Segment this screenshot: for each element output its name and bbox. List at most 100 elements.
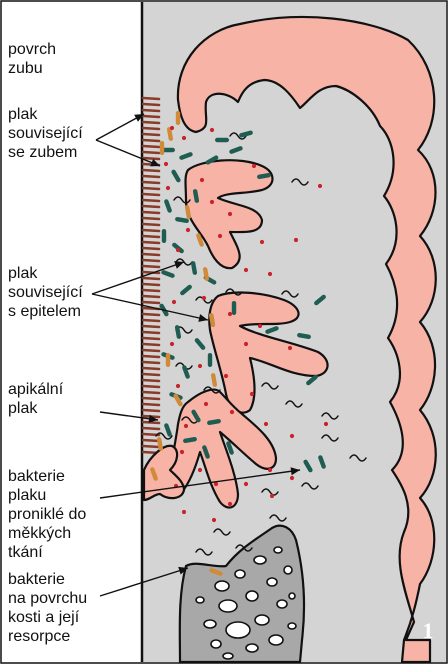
label-apical-plaque: apikální plak <box>8 380 63 418</box>
tooth-fiber <box>143 428 159 429</box>
coccus <box>170 126 174 130</box>
bone-pore <box>254 556 266 564</box>
tooth-fiber <box>143 392 159 393</box>
coccus <box>210 200 214 204</box>
tooth-fiber <box>143 374 159 375</box>
bone-pore <box>211 640 221 648</box>
tooth-fiber <box>143 134 159 135</box>
tooth-fiber <box>143 242 159 243</box>
coccus <box>212 518 216 522</box>
tooth-fiber <box>143 398 159 399</box>
bone-pore <box>246 591 258 601</box>
coccus <box>250 392 254 396</box>
tooth-fiber <box>143 218 159 219</box>
tooth-fiber <box>143 332 159 333</box>
tooth-fiber <box>143 320 159 321</box>
label-tooth-associated-plaque: plak související se zubem <box>8 105 83 162</box>
tooth-fiber <box>143 344 159 345</box>
coccus <box>264 422 268 426</box>
rod-bacterium <box>162 229 166 243</box>
rod-bacterium <box>215 138 229 142</box>
bone-pore <box>269 635 283 645</box>
tooth-fiber <box>143 146 159 147</box>
coccus <box>288 346 292 350</box>
tooth-fiber <box>143 194 159 195</box>
tooth-fiber <box>143 296 159 297</box>
tooth-fiber <box>143 254 159 255</box>
coccus <box>218 234 222 238</box>
coccus <box>270 494 274 498</box>
bone-pore <box>246 644 258 652</box>
coccus <box>184 424 188 428</box>
bone-pore <box>235 570 245 578</box>
coccus <box>294 238 298 242</box>
bone-pore <box>284 566 292 574</box>
bone-pore <box>288 623 296 629</box>
coccus <box>200 178 204 182</box>
coccus <box>180 450 184 454</box>
tooth-fiber <box>143 212 159 213</box>
coccus <box>260 240 264 244</box>
label-epithelium-associated-plaque: plak související s epitelem <box>8 264 83 321</box>
tooth-fiber <box>143 290 159 291</box>
coccus <box>244 342 248 346</box>
coccus <box>182 510 186 514</box>
tooth-fiber <box>143 350 159 351</box>
tooth-fiber <box>143 128 159 129</box>
tooth-fiber <box>143 404 159 405</box>
coccus <box>182 136 186 140</box>
tooth-fiber <box>143 314 159 315</box>
coccus <box>204 402 208 406</box>
coccus <box>244 268 248 272</box>
bone-pore <box>215 581 229 591</box>
tooth-fiber <box>143 302 159 303</box>
tooth-fiber <box>143 182 159 183</box>
tooth-fiber <box>143 170 159 171</box>
coccus <box>318 184 322 188</box>
bone-pore <box>289 593 295 599</box>
bone-pore <box>274 547 282 553</box>
tooth-fiber <box>143 362 159 363</box>
tooth-fiber <box>143 230 159 231</box>
coccus <box>164 162 168 166</box>
tooth-fiber <box>143 236 159 237</box>
bone-pore <box>226 622 250 638</box>
coccus <box>176 248 180 252</box>
coccus <box>172 300 176 304</box>
coccus <box>290 476 294 480</box>
coccus <box>228 312 232 316</box>
coccus <box>268 468 272 472</box>
surface-bacterium <box>166 353 170 367</box>
label-tooth-surface: povrch zubu <box>8 40 56 78</box>
tooth-fiber <box>143 278 159 279</box>
tooth-fiber <box>143 176 159 177</box>
coccus <box>244 482 248 486</box>
coccus <box>258 324 262 328</box>
coccus <box>170 342 174 346</box>
tooth-fiber <box>143 206 159 207</box>
coccus <box>202 296 206 300</box>
label-bone-surface-bacteria: bakterie na povrchu kosti a její resorpc… <box>8 570 87 646</box>
coccus <box>198 468 202 472</box>
bone-pore <box>267 578 277 586</box>
coccus <box>186 228 190 232</box>
tooth-fiber <box>143 104 159 105</box>
surface-bacterium <box>176 111 180 125</box>
tooth-fiber <box>143 260 159 261</box>
bone-pore <box>255 615 269 625</box>
tooth-fiber <box>143 356 159 357</box>
tooth-fiber <box>143 380 159 381</box>
coccus <box>198 364 202 368</box>
tooth-fiber <box>143 152 159 153</box>
tooth-fiber <box>143 248 159 249</box>
coccus <box>268 272 272 276</box>
coccus <box>324 422 328 426</box>
rod-bacterium <box>208 353 212 367</box>
tooth-fiber <box>143 368 159 369</box>
rod-bacterium <box>232 301 236 315</box>
tooth-fiber <box>143 422 159 423</box>
bone-pore <box>219 600 237 612</box>
coccus <box>252 164 256 168</box>
tooth-fiber <box>143 110 159 111</box>
coccus <box>176 384 180 388</box>
